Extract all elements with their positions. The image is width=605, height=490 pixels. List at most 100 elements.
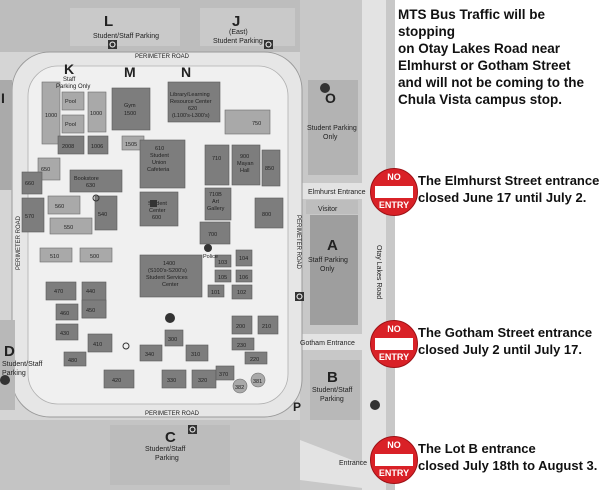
gotham-entrance-label: Gotham Entrance xyxy=(300,340,355,347)
building-310 xyxy=(185,344,209,362)
lot-l-letter: L xyxy=(104,13,113,30)
label-650: 650 xyxy=(41,167,50,173)
lot-b-letter: B xyxy=(327,369,338,386)
lot-k-label-2: Parking Only xyxy=(56,84,90,90)
campus-map: L Student/Staff Parking J (East) Student… xyxy=(0,0,395,490)
perimeter-road-top-label: PERIMETER ROAD xyxy=(135,54,190,60)
label-101: 101 xyxy=(211,290,220,296)
label-700: 700 xyxy=(208,232,217,238)
pool-1 xyxy=(61,91,85,111)
building-500 xyxy=(79,247,113,263)
label-103: 103 xyxy=(218,260,227,266)
label-800: 800 xyxy=(262,212,271,218)
accessible-parking-icon xyxy=(108,40,117,49)
label-gym-2: 1500 xyxy=(124,111,136,117)
perimeter-road-bottom-label: PERIMETER ROAD xyxy=(145,411,200,417)
lot-d-label-1: Student/Staff xyxy=(2,361,42,368)
building-102 xyxy=(231,284,253,300)
student-union-610 xyxy=(139,139,186,189)
building-101 xyxy=(207,284,225,298)
visitor-lot xyxy=(306,200,358,214)
label-su-1: 610 xyxy=(155,146,164,152)
label-560: 560 xyxy=(55,204,64,210)
label-430: 430 xyxy=(60,331,69,337)
label-470: 470 xyxy=(54,289,63,295)
accessible-parking-icon xyxy=(264,40,273,49)
lot-a-letter: A xyxy=(327,237,338,254)
label-230: 230 xyxy=(237,343,246,349)
label-510: 510 xyxy=(50,254,59,260)
building-210 xyxy=(257,315,279,335)
label-sc-2: Center xyxy=(149,208,166,214)
building-540 xyxy=(94,195,118,231)
lot-j-label-1: (East) xyxy=(229,29,248,36)
building-560 xyxy=(47,195,81,215)
library-620 xyxy=(167,81,221,123)
otay-lakes-road-label: Otay Lakes Road xyxy=(375,245,382,299)
label-mayan-1: 900 xyxy=(240,154,249,160)
lot-n-letter: N xyxy=(181,64,191,80)
no-entry-bar xyxy=(375,338,413,350)
label-sc-3: 600 xyxy=(152,215,161,221)
first-aid-icon xyxy=(150,200,157,207)
building-382 xyxy=(232,378,248,394)
lot-d-label-2: Parking xyxy=(2,370,26,377)
no-entry-no-label: NO xyxy=(387,440,401,450)
notice-line-1: MTS Bus Traffic will be stopping xyxy=(398,7,546,39)
student-center-600 xyxy=(139,191,179,227)
building-800 xyxy=(254,197,284,229)
building-570 xyxy=(21,197,45,233)
lot-a-label-1: Staff Parking xyxy=(308,257,348,264)
closure-line-2: closed June 17 until July 2. xyxy=(418,190,587,205)
building-330 xyxy=(161,369,187,389)
label-200: 200 xyxy=(236,324,245,330)
label-art-2: Art xyxy=(212,199,220,205)
lot-j xyxy=(200,8,295,46)
information-icon xyxy=(204,244,212,252)
building-2008 xyxy=(57,135,85,155)
no-entry-no-label: NO xyxy=(387,324,401,334)
building-410 xyxy=(87,333,113,353)
no-entry-no-label: NO xyxy=(387,172,401,182)
label-pool-1: Pool xyxy=(65,99,76,105)
closure-text: The Gotham Street entrance closed July 2… xyxy=(418,324,605,358)
building-220 xyxy=(244,351,268,365)
label-310: 310 xyxy=(191,352,200,358)
label-540: 540 xyxy=(98,212,107,218)
label-1000: 1000 xyxy=(45,113,57,119)
building-230 xyxy=(231,337,255,351)
accessible-parking-icon xyxy=(188,425,197,434)
label-460: 460 xyxy=(60,311,69,317)
building-480 xyxy=(63,351,87,367)
label-2008: 2008 xyxy=(62,144,74,150)
no-entry-sign-icon: NO ENTRY xyxy=(370,436,418,484)
lot-o-label-2: Only xyxy=(323,134,338,141)
label-su-3: Union xyxy=(152,160,166,166)
bus-stop-icon xyxy=(0,83,380,410)
label-450: 450 xyxy=(86,308,95,314)
label-420: 420 xyxy=(112,378,121,384)
building-510 xyxy=(39,247,73,263)
lot-c-letter: C xyxy=(165,429,176,446)
label-300: 300 xyxy=(168,337,177,343)
closure-line-2: closed July 18th to August 3. xyxy=(418,458,598,473)
lot-j-letter: J xyxy=(232,13,240,30)
lot-o-letter: O xyxy=(325,90,336,106)
label-381: 381 xyxy=(253,379,262,385)
building-550 xyxy=(49,217,93,235)
lot-m-letter: M xyxy=(124,64,136,80)
lot-o xyxy=(308,80,358,175)
accessible-parking-icon xyxy=(295,292,304,301)
label-police: Police xyxy=(203,254,218,260)
lot-b-entrance-road xyxy=(300,440,378,490)
closure-line-1: The Elmhurst Street entrance xyxy=(418,173,600,188)
lot-b xyxy=(310,360,360,420)
notice-line-4: and will not be coming to the xyxy=(398,75,584,90)
no-entry-bar xyxy=(375,454,413,466)
label-102: 102 xyxy=(237,290,246,296)
student-services-1400 xyxy=(139,254,203,298)
label-330: 330 xyxy=(167,378,176,384)
lot-j-label-2: Student Parking xyxy=(213,38,263,45)
elmhurst-entrance-road xyxy=(295,183,375,199)
label-1505: 1505 xyxy=(125,142,137,148)
